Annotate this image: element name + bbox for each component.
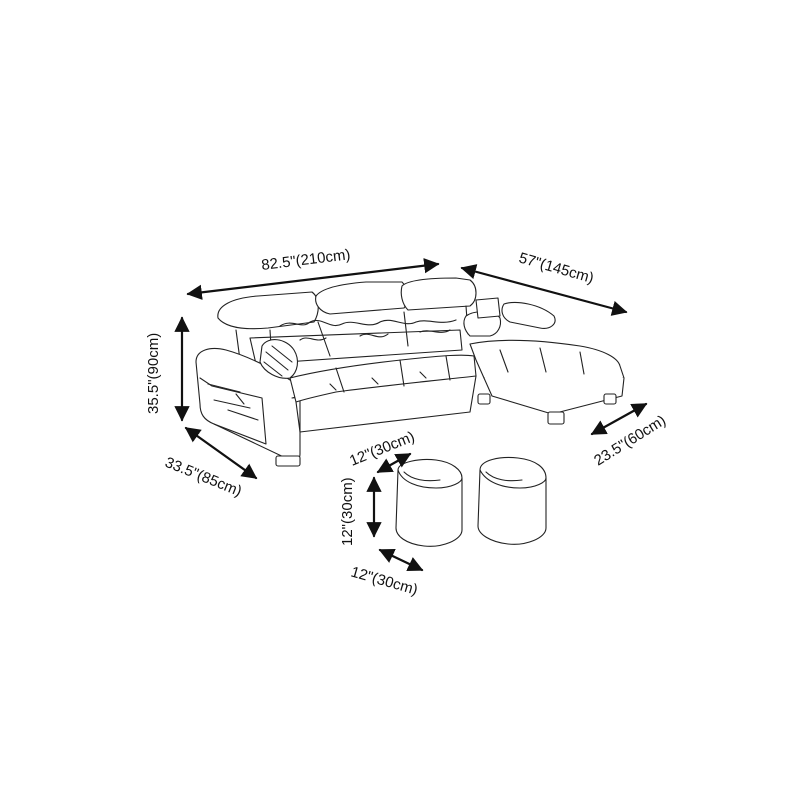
chaise-depth-arrow — [590, 402, 648, 436]
ottoman-depth-arrow — [378, 548, 424, 572]
ottoman-left — [395, 458, 463, 547]
ottoman-right — [477, 456, 547, 545]
sofa-seat — [289, 354, 477, 433]
depth-arrow — [184, 426, 258, 480]
sofa-length-label: 82.5"(210cm) — [260, 246, 351, 274]
ottoman-depth-label: 12"(30cm) — [349, 564, 420, 599]
ottoman-top-arrow — [376, 452, 412, 474]
sofa-chaise — [469, 301, 625, 425]
chaise-length-arrow — [460, 264, 628, 316]
sofa-height-label: 35.5"(90cm) — [145, 333, 162, 414]
sofa-backrest — [217, 277, 477, 365]
chaise-length-label: 57"(145cm) — [517, 250, 596, 288]
length-arrow — [186, 258, 440, 300]
sectional-sofa-illustration — [195, 277, 625, 467]
ottoman-height-label: 12"(30cm) — [339, 477, 356, 546]
chaise-depth-label: 23.5"(60cm) — [591, 412, 669, 469]
dimension-arrows — [174, 258, 648, 572]
